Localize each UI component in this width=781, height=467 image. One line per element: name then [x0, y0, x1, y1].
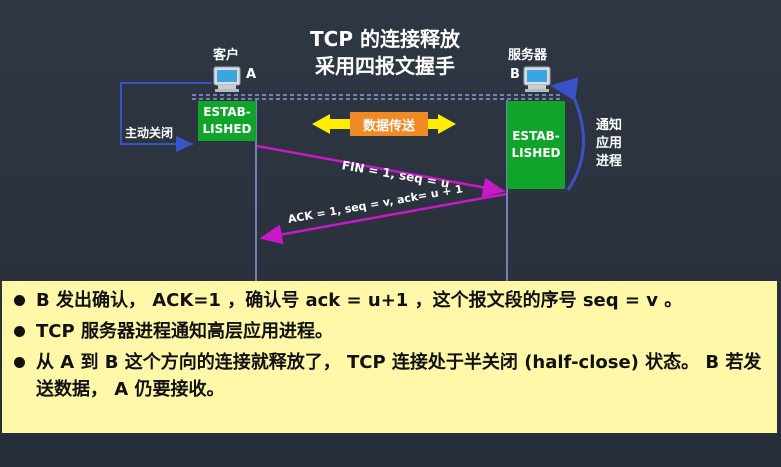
server-state-box: ESTAB- LISHED: [507, 101, 565, 189]
client-state-line-2: LISHED: [202, 122, 252, 136]
computer-icon: [523, 66, 551, 92]
notify-line-3: 进程: [596, 154, 623, 169]
notes-panel: B 发出确认， ACK=1 ，确认号 ack = u+1 ，这个报文段的序号 s…: [2, 281, 777, 433]
notify-line-2: 应用: [596, 136, 623, 151]
title-line-1: TCP 的连接释放: [310, 27, 460, 51]
server-state-line-2: LISHED: [511, 146, 561, 160]
note-text: B 发出确认， ACK=1 ，确认号 ack = u+1 ，这个报文段的序号 s…: [36, 290, 683, 311]
data-transfer-arrow: [312, 114, 350, 134]
bullet-icon: [14, 295, 25, 306]
bullet-icon: [14, 326, 25, 337]
notify-line-1: 通知: [596, 118, 623, 133]
slide-title: TCP 的连接释放 采用四报文握手: [285, 26, 485, 80]
note-item: B 发出确认， ACK=1 ，确认号 ack = u+1 ，这个报文段的序号 s…: [12, 287, 769, 314]
title-line-2: 采用四报文握手: [315, 54, 455, 78]
notify-arc: [550, 77, 585, 191]
computer-icon: [213, 66, 241, 92]
active-close-arrow: [120, 82, 212, 152]
bullet-icon: [14, 357, 25, 368]
note-text: 从 A 到 B 这个方向的连接就释放了， TCP 连接处于半关闭 (half-c…: [36, 352, 762, 400]
server-letter: B: [510, 67, 520, 82]
note-item: TCP 服务器进程通知高层应用进程。: [12, 318, 769, 345]
fin-message-arrow: [256, 144, 506, 198]
note-text: TCP 服务器进程通知高层应用进程。: [36, 321, 333, 342]
data-transfer-arrow-right: [428, 114, 456, 134]
server-name: 服务器: [508, 48, 548, 63]
ack-message-arrow: [259, 192, 507, 245]
note-item: 从 A 到 B 这个方向的连接就释放了， TCP 连接处于半关闭 (half-c…: [12, 349, 769, 403]
client-name: 客户: [213, 48, 240, 63]
notify-label: 通知 应用 进程: [596, 117, 622, 171]
active-close-label: 主动关闭: [125, 126, 174, 140]
client-letter: A: [246, 67, 257, 82]
client-state-box: ESTAB- LISHED: [198, 101, 256, 141]
client-state-line-1: ESTAB-: [203, 105, 251, 119]
server-state-line-1: ESTAB-: [512, 129, 560, 143]
data-transfer-box: 数据传送: [350, 112, 428, 136]
